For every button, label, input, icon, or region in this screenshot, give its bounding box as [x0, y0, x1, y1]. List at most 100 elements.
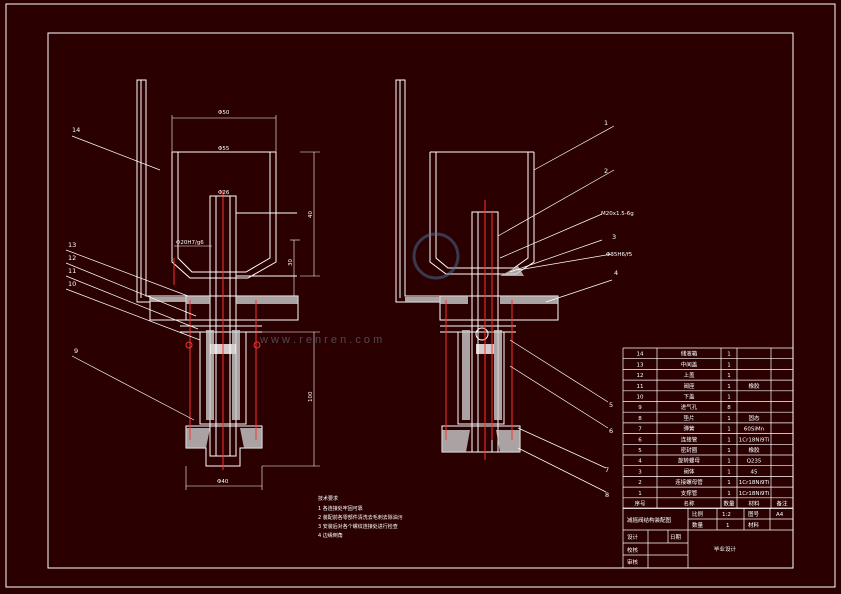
right-leaders [497, 125, 615, 493]
bom-cell-no: 3 [638, 469, 642, 475]
bom-cell-no: 6 [638, 437, 642, 443]
left-dimensions [171, 115, 320, 490]
sheet-value: A4 [776, 512, 784, 518]
bom-cell-material: 1Cr18Ni9Ti [739, 491, 770, 497]
tech-note-1: 1 各连接处牢固可靠 [318, 505, 363, 512]
inner-border [47, 32, 794, 569]
bom-cell-name: 阀体 [683, 467, 695, 475]
bom-cell-no: 12 [637, 373, 644, 379]
sheet-label: 图号 [748, 510, 760, 518]
bom-cell-qty: 1 [727, 395, 731, 401]
callout-5: 5 [609, 401, 613, 409]
scale-label: 比例 [692, 510, 704, 518]
bom-cell-name: 旋转螺母 [678, 457, 701, 465]
bom-cell-no: 13 [637, 362, 644, 368]
callout-8: 8 [605, 491, 609, 499]
bom-cell-material: 固态 [748, 414, 760, 422]
bom-cell-name: 支撑管 [681, 489, 698, 497]
bom-cell-qty: 1 [727, 384, 731, 390]
dim-top-inner: Φ55 [218, 146, 230, 152]
tech-note-2: 2 装配前各零部件清洗去毛刺去除油污 [318, 514, 403, 521]
bom-cell-qty: 8 [727, 405, 731, 411]
dim-height-mid: 30 [288, 259, 294, 266]
drawing-title: 减摇阀结构装配图 [627, 516, 672, 524]
bom-header-name: 名称 [683, 500, 695, 508]
bom-header-no: 序号 [634, 500, 646, 508]
bom-cell-no: 2 [638, 480, 642, 486]
bom-cell-name: 储液箱 [681, 350, 698, 358]
bom-cell-qty: 1 [727, 362, 731, 368]
callout-4: 4 [614, 269, 618, 277]
material-label: 材料 [748, 521, 760, 529]
bom-cell-material: 45 [751, 469, 758, 475]
callout-10: 10 [68, 280, 76, 288]
qty-label: 数量 [692, 521, 704, 529]
date-label: 日期 [670, 534, 682, 541]
title-block [622, 507, 794, 569]
thread-spec: M20x1.5-6g [601, 211, 634, 217]
bom-cell-name: 上盖 [683, 371, 695, 379]
bom-cell-qty: 1 [727, 373, 731, 379]
bom-cell-qty: 1 [727, 352, 731, 358]
fit-spec: Φ35H6/f5 [606, 252, 633, 258]
bom-cell-qty: 1 [727, 437, 731, 443]
left-leaders [65, 135, 201, 421]
callout-11: 11 [68, 267, 76, 275]
bom-cell-qty: 1 [727, 459, 731, 465]
left-callouts: 14 13 12 11 10 9 [68, 126, 80, 355]
bom-cell-no: 7 [638, 427, 642, 433]
left-dim-text: Φ50 Φ55 Φ26 Φ20H7/g6 40 30 100 Φ40 [176, 110, 314, 485]
qty-value: 1 [726, 523, 730, 529]
bom-cell-name: 中间盖 [681, 360, 698, 368]
bom-cell-material: 60SiMn [744, 427, 765, 433]
dim-bottom: Φ40 [217, 479, 229, 485]
bom-cell-qty: 1 [727, 416, 731, 422]
dim-shaft: Φ26 [218, 190, 230, 196]
tech-notes-title: 技术要求 [318, 495, 338, 502]
bom-cell-material: 橡胶 [748, 382, 760, 390]
bom-cell-name: 阀座 [683, 382, 695, 390]
bom-cell-name: 弹簧 [683, 425, 695, 433]
callout-14: 14 [72, 126, 80, 134]
bom-cell-qty: 1 [727, 427, 731, 433]
bom-header-note: 备注 [776, 500, 788, 508]
bom-cell-name: 垫片 [683, 414, 694, 422]
bom-cell-name: 连接管 [681, 435, 698, 443]
tech-notes: 技术要求 1 各连接处牢固可靠 2 装配前各零部件清洗去毛刺去除油污 3 安装后… [318, 495, 403, 539]
bom-cell-material: 1Cr18Ni9Ti [739, 437, 770, 443]
right-labels: M20x1.5-6g Φ35H6/f5 [601, 211, 634, 258]
left-ball-a [185, 341, 193, 349]
bom-cell-name: 密封圈 [681, 446, 698, 454]
dim-height-upper: 40 [308, 211, 314, 218]
checker-label: 校核 [627, 546, 639, 554]
callout-2: 2 [604, 167, 608, 175]
bom-header-material: 材料 [748, 500, 760, 508]
outer-border [5, 3, 836, 588]
callout-13: 13 [68, 241, 76, 249]
bom-table [622, 347, 794, 509]
right-assembly-view [395, 79, 559, 453]
right-callouts: 1 2 3 4 5 6 7 8 [604, 119, 618, 499]
bom-header-qty: 数量 [723, 500, 735, 508]
tech-note-3: 3 安装后对各个螺纹连接处进行检查 [318, 523, 398, 530]
bom-cell-no: 10 [637, 395, 644, 401]
watermark: w w w . r e n r e n . c o m [259, 232, 460, 346]
callout-12: 12 [68, 254, 76, 262]
bom-cell-name: 进气孔 [681, 403, 698, 411]
scale-value: 1:2 [722, 512, 731, 518]
dim-height-lower: 100 [308, 391, 314, 402]
bom-cell-no: 4 [638, 459, 642, 465]
designer-label: 设计 [627, 533, 639, 541]
bom-cell-no: 8 [638, 416, 642, 422]
callout-1: 1 [604, 119, 608, 127]
callout-3: 3 [612, 233, 616, 241]
watermark-url: w w w . r e n r e n . c o m [259, 334, 382, 346]
dim-fit: Φ20H7/g6 [176, 240, 204, 246]
callout-6: 6 [609, 427, 613, 435]
bom-cell-no: 11 [637, 384, 644, 390]
callout-9: 9 [74, 347, 78, 355]
left-assembly-view [136, 79, 299, 467]
bom-cell-qty: 1 [727, 480, 731, 486]
